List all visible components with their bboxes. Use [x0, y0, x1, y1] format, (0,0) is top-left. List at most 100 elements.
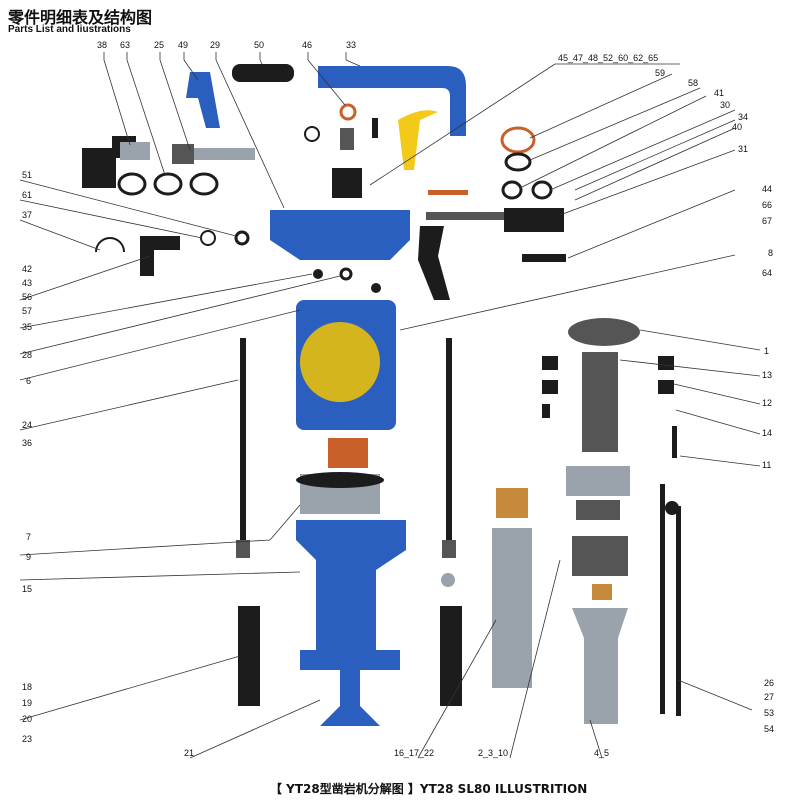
- part-ring-nut: [566, 466, 630, 496]
- callout-33: 33: [346, 40, 356, 50]
- callout-61: 61: [22, 190, 32, 200]
- diagram-caption: 【 YT28型凿岩机分解图 】YT28 SL80 ILLUSTRITION: [270, 782, 588, 796]
- part-rod-26b: [676, 506, 681, 716]
- callout-57: 57: [22, 306, 32, 316]
- callout-18: 18: [22, 682, 32, 692]
- part-handle-33: [318, 66, 466, 136]
- part-ring-46: [339, 103, 357, 121]
- callout-53: 53: [764, 708, 774, 718]
- callout-66: 66: [762, 200, 772, 210]
- part-rifle-bar-13: [582, 352, 618, 452]
- callout-2-3-10: 2_3_10: [478, 748, 508, 758]
- callout-51: 51: [22, 170, 32, 180]
- part-pawl-12: [542, 380, 558, 394]
- callout-8: 8: [768, 248, 773, 258]
- callout-49: 49: [178, 40, 188, 50]
- part-side-rod-24b: [446, 338, 452, 558]
- callout-46: 46: [302, 40, 312, 50]
- callout-26: 26: [764, 678, 774, 688]
- callout-19: 19: [22, 698, 32, 708]
- callout-7: 7: [26, 532, 31, 542]
- part-valve: [332, 168, 362, 198]
- callout-63: 63: [120, 40, 130, 50]
- part-side-rod-24: [240, 338, 246, 558]
- part-pawl-right2: [658, 380, 674, 394]
- parts-layer: [82, 64, 681, 726]
- callout-34: 34: [738, 112, 748, 122]
- callout-9: 9: [26, 552, 31, 562]
- part-oring-small-1: [304, 126, 320, 142]
- part-nut-small: [441, 573, 455, 587]
- callout-13: 13: [762, 370, 772, 380]
- callout-28: 28: [22, 350, 32, 360]
- callout-12: 12: [762, 398, 772, 408]
- part-chuck-4: [572, 608, 628, 724]
- callout-14: 14: [762, 428, 772, 438]
- callout-25: 25: [154, 40, 164, 50]
- callout-54: 54: [764, 724, 774, 734]
- part-oring-63a: [117, 172, 147, 196]
- part-pin-11: [672, 426, 677, 458]
- part-washer-6: [371, 283, 381, 293]
- part-bushing-copper: [328, 438, 368, 468]
- part-spring-18b: [440, 606, 462, 706]
- part-rod-26: [660, 484, 665, 714]
- part-nut-7: [236, 540, 250, 558]
- part-lever-black: [418, 226, 450, 300]
- callout-27: 27: [764, 692, 774, 702]
- diagram-title: 零件明细表及结构图: [8, 8, 153, 27]
- part-ring-nut-2: [576, 500, 620, 520]
- part-bracket-21: [320, 666, 380, 726]
- callout-4-5: 4_5: [594, 748, 609, 758]
- callout-40: 40: [732, 122, 742, 132]
- part-clip-37: [95, 237, 125, 253]
- callout-43: 43: [22, 278, 32, 288]
- part-spool-31: [504, 208, 564, 232]
- callout-42: 42: [22, 264, 32, 274]
- callout-38: 38: [97, 40, 107, 50]
- part-pawl-right: [658, 356, 674, 370]
- callout-58: 58: [688, 78, 698, 88]
- callout-44: 44: [762, 184, 772, 194]
- callout-30: 30: [720, 100, 730, 110]
- callout-45-group: 45_47_48_52_60_62_65: [558, 53, 658, 63]
- diagram-subtitle: Parts List and Iiustrations: [8, 24, 131, 35]
- part-ring-61: [200, 230, 216, 246]
- part-lever-49: [186, 72, 220, 128]
- part-gear-1: [568, 318, 640, 346]
- part-bolt-25: [175, 148, 255, 160]
- part-ring-58: [504, 152, 532, 172]
- callout-16-17-22: 16_17_22: [394, 748, 434, 758]
- callout-50: 50: [254, 40, 264, 50]
- callout-labels: 38 63 25 49 29 50 46 33 45_47_48_52_60_6…: [22, 40, 774, 758]
- callout-31: 31: [738, 144, 748, 154]
- callout-67: 67: [762, 216, 772, 226]
- part-ring-30: [531, 180, 553, 200]
- part-spring-18: [238, 606, 260, 706]
- part-washer-35: [339, 267, 353, 281]
- callout-29: 29: [210, 40, 220, 50]
- part-bolt-25-head: [172, 144, 194, 164]
- part-flange-top: [296, 472, 384, 488]
- callout-11: 11: [762, 460, 771, 470]
- part-spring-long: [428, 190, 468, 195]
- part-shaft-16: [492, 528, 532, 688]
- part-nut-7b: [442, 540, 456, 558]
- leader-lines: [19, 52, 761, 759]
- part-grip-50: [232, 64, 294, 82]
- callout-36: 36: [22, 438, 32, 448]
- callout-56: 56: [22, 292, 32, 302]
- part-pawl-13: [542, 356, 558, 370]
- callout-37: 37: [22, 210, 32, 220]
- part-elbow-42: [140, 236, 180, 276]
- callout-6: 6: [26, 376, 31, 386]
- callout-24: 24: [22, 420, 32, 430]
- callout-23: 23: [22, 734, 32, 744]
- part-pin-small: [372, 118, 378, 138]
- callout-15: 15: [22, 584, 32, 594]
- part-knob-26: [665, 501, 679, 515]
- part-sleeve-brass: [496, 488, 528, 518]
- part-ring-41: [501, 180, 523, 200]
- callout-41: 41: [714, 88, 724, 98]
